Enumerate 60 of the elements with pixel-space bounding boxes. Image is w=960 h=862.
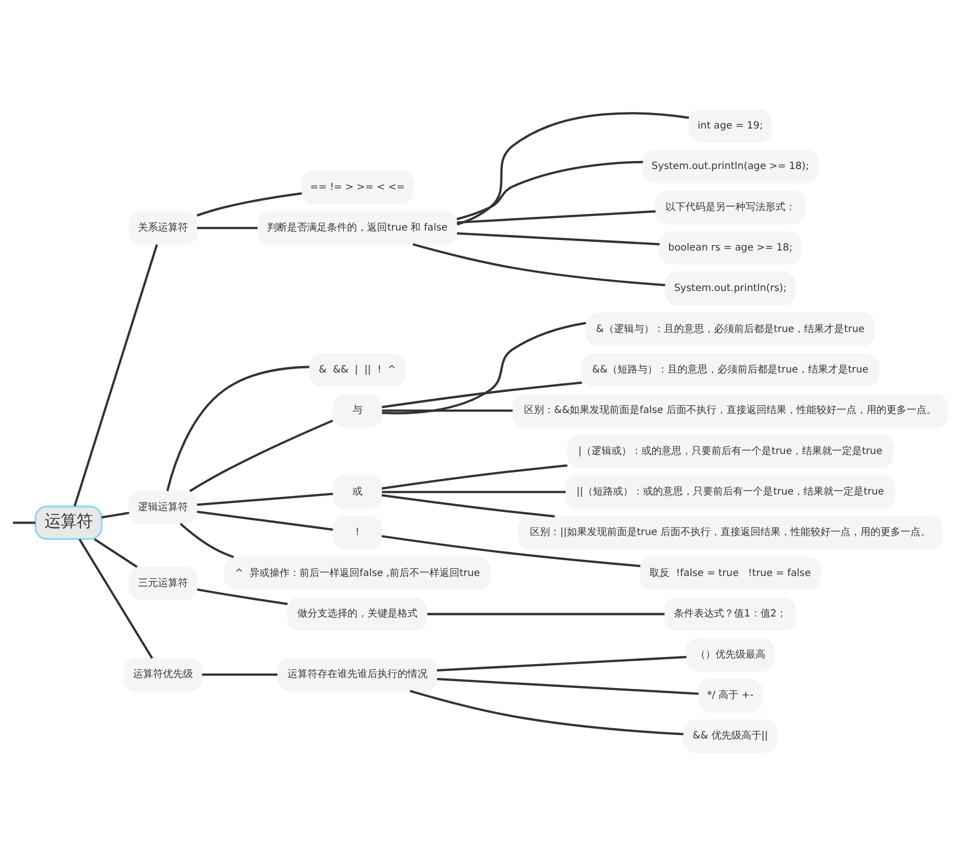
connector	[197, 588, 288, 606]
connector	[382, 322, 586, 414]
connector	[412, 243, 666, 286]
connector	[101, 512, 130, 519]
node-box: */ 高于 +-	[698, 678, 762, 712]
node-box: 与	[332, 394, 382, 428]
node-box: System.out.println(rs);	[664, 272, 796, 306]
connector	[456, 210, 656, 224]
node-box: !	[332, 516, 382, 550]
node-box: System.out.println(age >= 18);	[642, 150, 818, 184]
connector	[196, 192, 302, 217]
node-box: 区别：||如果发现前面是true 后面不执行，直接返回结果，性能较好一点，用的更多一点。	[518, 516, 943, 550]
node-box: 关系运算符	[128, 211, 198, 245]
node-box: 做分支选择的，关键是格式	[287, 597, 428, 631]
node-box: == != > >= < <=	[301, 170, 414, 204]
connector	[382, 490, 566, 494]
node-box: int age = 19;	[688, 109, 772, 143]
connector	[410, 690, 684, 736]
connector	[427, 612, 665, 616]
node-box: |（逻辑或）：或的意思，只要前后有一个是true，结果就一定是true	[567, 434, 894, 468]
connector	[456, 160, 643, 220]
node-box: 以下代码是另一种写法形式：	[655, 190, 806, 224]
node-box: &（逻辑与）：且的意思，必须前后都是true，结果才是true	[586, 312, 875, 346]
node-box: boolean rs = age >= 18;	[659, 231, 802, 265]
connector	[196, 510, 334, 531]
connector	[74, 244, 158, 506]
connector	[78, 538, 154, 659]
connector	[12, 522, 36, 524]
node-box: 运算符优先级	[124, 658, 202, 692]
connector	[196, 492, 333, 506]
connector	[456, 112, 690, 226]
node-box: 或	[332, 475, 382, 509]
connector	[197, 226, 258, 230]
node-box: 三元运算符	[128, 566, 198, 600]
connector	[382, 382, 582, 408]
connector	[382, 494, 555, 518]
node-box: ||（短路或）：或的意思，只要前后有一个是true，结果就一定是true	[565, 475, 896, 509]
connector	[166, 366, 310, 492]
node-box: ^ 异或操作：前后一样返回false ,前后不一样返回true	[224, 556, 491, 590]
node-box: && 优先级高于||	[683, 719, 778, 753]
node-box: 条件表达式？值1：值2；	[664, 597, 796, 631]
node-box: 运算符	[34, 506, 102, 540]
connector	[382, 410, 513, 412]
connector	[189, 420, 334, 492]
connector	[436, 678, 699, 695]
connector	[94, 538, 138, 568]
connector	[382, 535, 640, 568]
node-box: 判断是否满足条件的，返回true 和 false	[257, 211, 458, 245]
connector	[382, 464, 568, 490]
node-box: &&（短路与）：且的意思，必须前后都是true，结果才是true	[582, 353, 879, 387]
connector	[436, 656, 686, 672]
node-box: 逻辑运算符	[128, 490, 198, 524]
connector	[202, 674, 278, 676]
connector	[456, 232, 660, 246]
node-box: 取反 !false = true !true = false	[640, 556, 821, 590]
connector	[180, 522, 234, 558]
node-box: & && | || ! ^	[309, 353, 406, 387]
node-box: 运算符存在谁先谁后执行的情况	[277, 658, 438, 692]
node-box: （）优先级最高	[686, 638, 775, 672]
node-box: 区别：&&如果发现前面是false 后面不执行，直接返回结果，性能较好一点，用的更多一点。	[512, 394, 948, 428]
